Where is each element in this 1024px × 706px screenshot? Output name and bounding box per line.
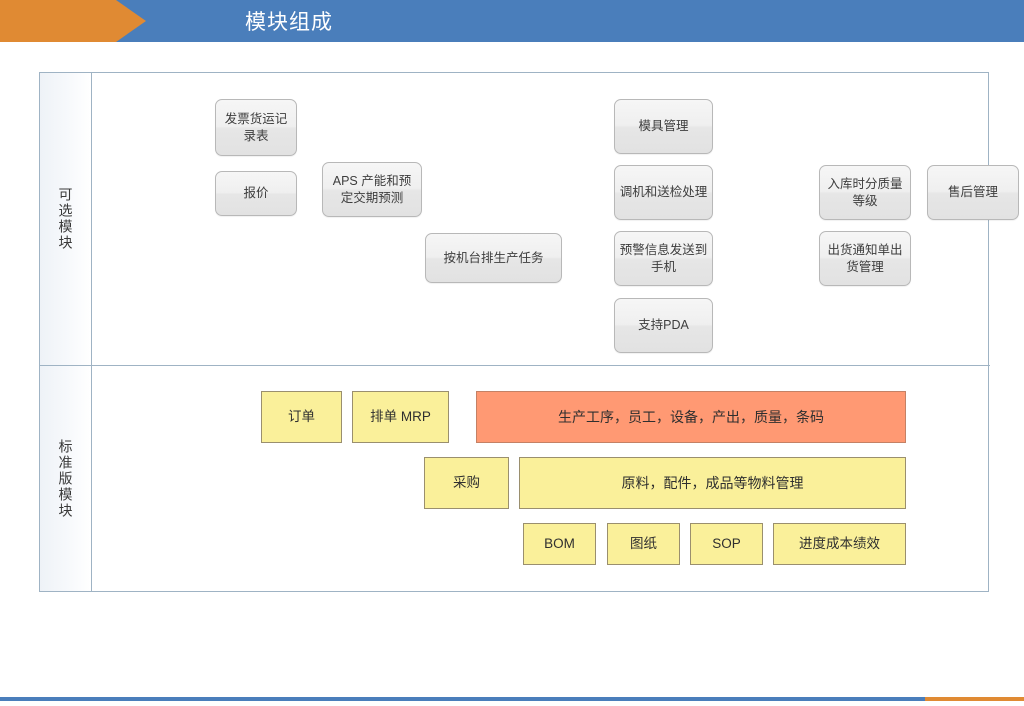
module-box-alert-to-mobile[interactable]: 预警信息发送到手机 (614, 231, 713, 286)
module-box-aps-capacity-forecast[interactable]: APS 产能和预定交期预测 (322, 162, 422, 217)
section-standard-modules: 标准版模块 订单 排单 MRP 生产工序，员工，设备，产出，质量，条码 采购 原… (40, 365, 990, 591)
module-box-mold-management[interactable]: 模具管理 (614, 99, 713, 154)
module-box-after-sales[interactable]: 售后管理 (927, 165, 1019, 220)
header-band: 模块组成 (0, 0, 1024, 42)
module-box-machine-adjust-inspection[interactable]: 调机和送检处理 (614, 165, 713, 220)
footer-bar-blue-segment (0, 697, 925, 701)
module-box-production-process[interactable]: 生产工序，员工，设备，产出，质量，条码 (476, 391, 906, 443)
module-box-material-management[interactable]: 原料，配件，成品等物料管理 (519, 457, 906, 509)
module-box-sop[interactable]: SOP (690, 523, 763, 565)
footer-bar (0, 697, 1024, 701)
footer-bar-orange-segment (925, 697, 1024, 701)
module-box-drawings[interactable]: 图纸 (607, 523, 680, 565)
row-label-standard: 标准版模块 (40, 366, 92, 591)
module-box-inbound-quality-grading[interactable]: 入库时分质量等级 (819, 165, 911, 220)
module-box-quotation[interactable]: 报价 (215, 171, 297, 216)
module-box-invoice-shipping-record[interactable]: 发票货运记录表 (215, 99, 297, 156)
row-label-standard-text: 标准版模块 (57, 438, 74, 519)
optional-modules-body: 发票货运记录表 报价 APS 产能和预定交期预测 按机台排生产任务 模具管理 调… (92, 73, 1019, 365)
module-box-order[interactable]: 订单 (261, 391, 342, 443)
row-label-optional: 可选模块 (40, 73, 92, 365)
module-box-purchasing[interactable]: 采购 (424, 457, 509, 509)
module-box-schedule-by-machine[interactable]: 按机台排生产任务 (425, 233, 562, 283)
module-box-scheduling-mrp[interactable]: 排单 MRP (352, 391, 449, 443)
module-box-pda-support[interactable]: 支持PDA (614, 298, 713, 353)
module-matrix: 可选模块 发票货运记录表 报价 APS 产能和预定交期预测 按机台排生产任务 模… (39, 72, 1019, 592)
module-box-progress-cost-performance[interactable]: 进度成本绩效 (773, 523, 906, 565)
page-title: 模块组成 (245, 11, 333, 34)
module-box-shipping-notice-management[interactable]: 出货通知单出货管理 (819, 231, 911, 286)
section-optional-modules: 可选模块 发票货运记录表 报价 APS 产能和预定交期预测 按机台排生产任务 模… (40, 73, 1019, 365)
standard-modules-body: 订单 排单 MRP 生产工序，员工，设备，产出，质量，条码 采购 原料，配件，成… (92, 366, 990, 591)
header-arrow-shape (0, 0, 146, 42)
module-box-bom[interactable]: BOM (523, 523, 596, 565)
row-label-optional-text: 可选模块 (57, 187, 74, 251)
